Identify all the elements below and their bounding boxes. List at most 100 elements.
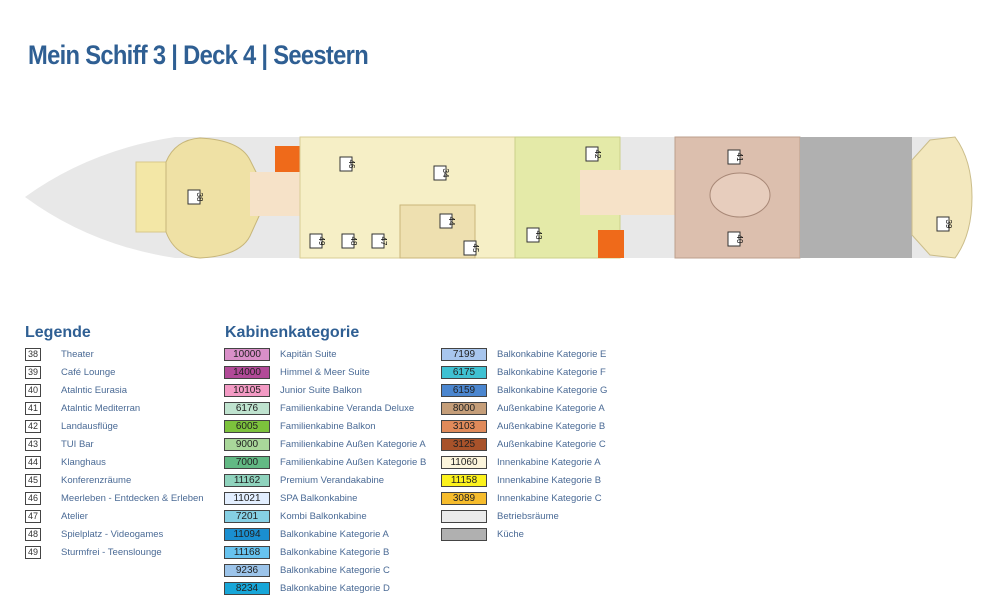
category-item: 7000 Familienkabine Außen Kategorie B bbox=[224, 453, 426, 471]
category-label: SPA Balkonkabine bbox=[280, 492, 358, 504]
legend-label: Atalntic Mediterran bbox=[61, 402, 141, 414]
legend-item: 41 Atalntic Mediterran bbox=[25, 399, 140, 417]
category-swatch: 6159 bbox=[441, 383, 487, 397]
toilets-2 bbox=[598, 230, 624, 258]
svg-text:42: 42 bbox=[593, 150, 602, 159]
category-swatch: 11094 bbox=[224, 527, 270, 541]
category-label: Balkonkabine Kategorie D bbox=[280, 582, 390, 594]
legend-number: 38 bbox=[25, 347, 41, 361]
category-item: 8000 Außenkabine Kategorie A bbox=[441, 399, 605, 417]
legend-label: Meerleben - Entdecken & Erleben bbox=[61, 492, 204, 504]
category-swatch: 11021 bbox=[224, 491, 270, 505]
legend-number: 49 bbox=[25, 545, 41, 559]
category-label: Familienkabine Außen Kategorie A bbox=[280, 438, 426, 450]
legend-item: 42 Landausflüge bbox=[25, 417, 118, 435]
category-swatch: 11168 bbox=[224, 545, 270, 559]
category-label: Kombi Balkonkabine bbox=[280, 510, 367, 522]
category-label: Balkonkabine Kategorie F bbox=[497, 366, 606, 378]
category-label: Küche bbox=[497, 528, 524, 540]
category-label: Innenkabine Kategorie A bbox=[497, 456, 601, 468]
kitchen bbox=[800, 137, 912, 258]
category-swatch: 7201 bbox=[224, 509, 270, 523]
category-swatch: 7000 bbox=[224, 455, 270, 469]
category-label: Familienkabine Außen Kategorie B bbox=[280, 456, 427, 468]
room-label-46: 46 bbox=[339, 156, 356, 172]
legend-number: 48 bbox=[25, 527, 41, 541]
category-swatch bbox=[441, 509, 487, 523]
svg-text:41: 41 bbox=[735, 153, 744, 162]
category-swatch: 10105 bbox=[224, 383, 270, 397]
legend-number: 40 bbox=[25, 383, 41, 397]
legend-label: Spielplatz - Videogames bbox=[61, 528, 164, 540]
category-swatch: 14000 bbox=[224, 365, 270, 379]
category-label: Familienkabine Veranda Deluxe bbox=[280, 402, 415, 414]
legend-number: 39 bbox=[25, 365, 41, 379]
legend-item: 48 Spielplatz - Videogames bbox=[25, 525, 163, 543]
legend-number: 44 bbox=[25, 455, 41, 469]
category-label: Außenkabine Kategorie A bbox=[497, 402, 605, 414]
legend-item: 40 Atalntic Eurasia bbox=[25, 381, 127, 399]
klanghaus bbox=[399, 204, 476, 259]
category-swatch: 3103 bbox=[441, 419, 487, 433]
category-swatch: 9000 bbox=[224, 437, 270, 451]
categories-heading: Kabinenkategorie bbox=[225, 324, 360, 341]
room-label-39: 39 bbox=[936, 216, 953, 232]
room-label-45: 45 bbox=[463, 240, 480, 256]
cafe-lounge bbox=[911, 136, 973, 259]
legend-label: Landausflüge bbox=[61, 420, 119, 432]
svg-text:38: 38 bbox=[195, 193, 204, 202]
category-item: 11168 Balkonkabine Kategorie B bbox=[224, 543, 389, 561]
category-item: 6175 Balkonkabine Kategorie F bbox=[441, 363, 606, 381]
svg-text:34: 34 bbox=[441, 169, 450, 178]
stage bbox=[135, 161, 167, 233]
category-item: Betriebsräume bbox=[441, 507, 559, 525]
category-label: Balkonkabine Kategorie C bbox=[280, 564, 390, 576]
category-swatch bbox=[441, 527, 487, 541]
category-swatch: 8234 bbox=[224, 581, 270, 595]
room-label-42: 42 bbox=[585, 146, 602, 162]
category-label: Innenkabine Kategorie B bbox=[497, 474, 602, 486]
category-label: Familienkabine Balkon bbox=[280, 420, 376, 432]
category-label: Premium Verandakabine bbox=[280, 474, 385, 486]
category-label: Junior Suite Balkon bbox=[280, 384, 362, 396]
category-label: Balkonkabine Kategorie B bbox=[280, 546, 390, 558]
category-swatch: 8000 bbox=[441, 401, 487, 415]
legend-label: Sturmfrei - Teenslounge bbox=[61, 546, 162, 558]
category-item: 10105 Junior Suite Balkon bbox=[224, 381, 362, 399]
category-swatch: 6175 bbox=[441, 365, 487, 379]
category-item: 3103 Außenkabine Kategorie B bbox=[441, 417, 605, 435]
legend-number: 42 bbox=[25, 419, 41, 433]
legend-label: Atalntic Eurasia bbox=[61, 384, 128, 396]
legend-number: 41 bbox=[25, 401, 41, 415]
legend-number: 47 bbox=[25, 509, 41, 523]
svg-text:48: 48 bbox=[349, 237, 358, 246]
svg-text:39: 39 bbox=[944, 220, 953, 229]
legend-number: 43 bbox=[25, 437, 41, 451]
room-label-38: 38 bbox=[187, 189, 204, 205]
svg-text:40: 40 bbox=[735, 235, 744, 244]
room-label-34: 34 bbox=[433, 165, 450, 181]
category-label: Innenkabine Kategorie C bbox=[497, 492, 602, 504]
category-label: Betriebsräume bbox=[497, 510, 559, 522]
svg-text:47: 47 bbox=[379, 237, 388, 246]
room-label-44: 44 bbox=[439, 213, 456, 229]
category-swatch: 11162 bbox=[224, 473, 270, 487]
legend-number: 45 bbox=[25, 473, 41, 487]
category-label: Himmel & Meer Suite bbox=[280, 366, 370, 378]
category-label: Außenkabine Kategorie B bbox=[497, 420, 606, 432]
svg-text:49: 49 bbox=[317, 237, 326, 246]
room-label-43: 43 bbox=[526, 227, 543, 243]
